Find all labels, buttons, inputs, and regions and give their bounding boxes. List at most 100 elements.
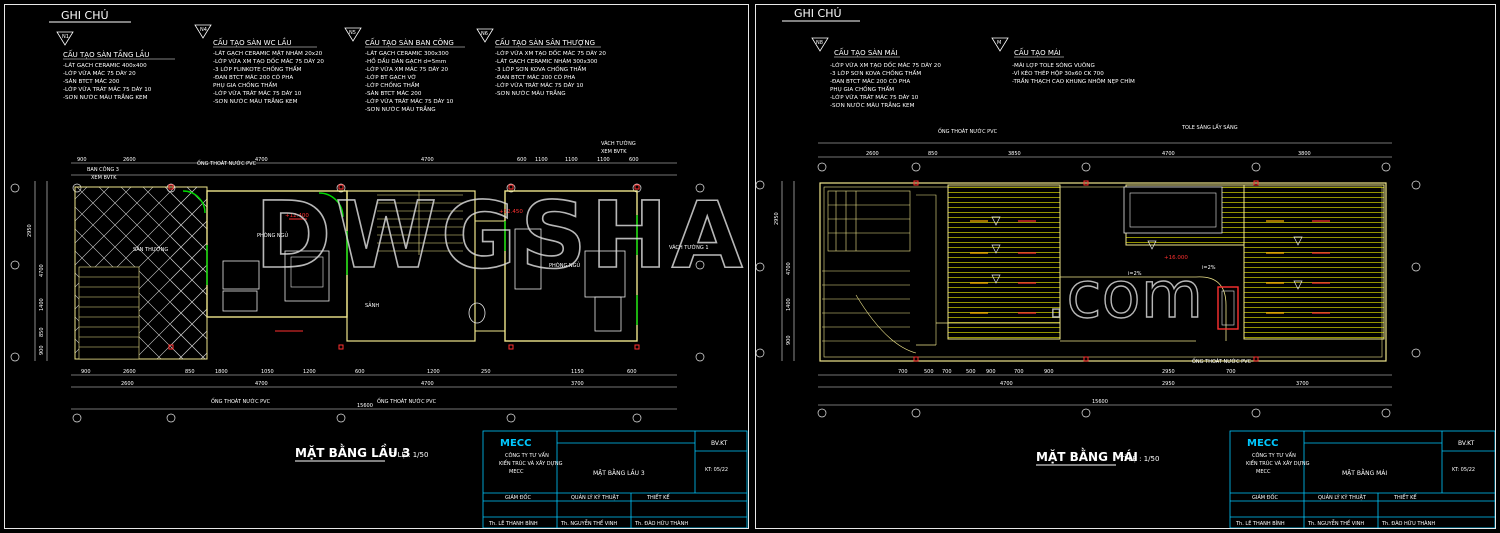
dim-label: 1200 bbox=[303, 369, 316, 375]
note-line: -3 LỚP SƠN KOVA CHỐNG THẤM bbox=[830, 69, 921, 77]
note-tag-roof: M bbox=[997, 40, 1001, 46]
role-label: GIÁM ĐỐC bbox=[505, 493, 531, 501]
dim-label: 3700 bbox=[1296, 381, 1309, 387]
note-block-n6: N6 CẤU TẠO SÀN SÂN THƯỢNG -LỚP VỮA XM TẠ… bbox=[476, 28, 606, 97]
dim-label: 4700 bbox=[1000, 381, 1013, 387]
dim-label: 1200 bbox=[427, 369, 440, 375]
note-block-n1: N1 CẤU TẠO SÀN TẦNG LẦU -LÁT GẠCH CERAMI… bbox=[56, 31, 175, 101]
label-parapet-sub: XEM BVTK bbox=[601, 149, 627, 155]
dim-label: 2950 bbox=[1162, 369, 1175, 375]
dim-label: 250 bbox=[481, 369, 491, 375]
dim-label: 700 bbox=[942, 369, 952, 375]
role-label: THIẾT KẾ bbox=[646, 493, 670, 501]
label-balcony-sub: XEM BVTK bbox=[91, 175, 117, 181]
note-line: -ĐAN BTCT MÁC 200 CÓ PHA bbox=[213, 74, 293, 81]
label-level-1: +12.400 bbox=[285, 213, 309, 219]
note-line: -LỚP VỮA TRÁT MÁC 75 DÀY 10 bbox=[63, 86, 152, 93]
note-line: -LỚP VỮA XM TẠO DỐC MÁC 75 DÀY 20 bbox=[830, 61, 941, 69]
note-title-n5: CẤU TẠO SÀN BAN CÔNG bbox=[365, 37, 454, 47]
note-block-n8: N8 CẤU TẠO SÀN MÁI -LỚP VỮA XM TẠO DỐC M… bbox=[811, 37, 941, 109]
note-line: PHỤ GIA CHỐNG THẤM bbox=[830, 85, 894, 93]
label-level-2: +12.450 bbox=[499, 209, 523, 215]
signer-name: Th. LÊ THANH BÌNH bbox=[488, 519, 538, 527]
dim-label: 1100 bbox=[565, 157, 578, 163]
dim-label: 900 bbox=[77, 157, 87, 163]
note-line: -LÁT GẠCH CERAMIC MẶT NHÁM 20x20 bbox=[213, 50, 323, 57]
label-skylight: TOLE SÁNG LẤY SÁNG bbox=[1181, 123, 1238, 131]
note-line: -VÌ KÈO THÉP HỘP 30x60 CK 700 bbox=[1012, 69, 1104, 77]
dim-label: 2950 bbox=[774, 212, 780, 225]
note-block-n5: N5 CẤU TẠO SÀN BAN CÔNG -LÁT GẠCH CERAMI… bbox=[344, 27, 465, 113]
dim-label: 2600 bbox=[123, 157, 136, 163]
company-logo: MECC bbox=[500, 438, 531, 449]
note-line: -LỚP VỮA TRÁT MÁC 75 DÀY 10 bbox=[365, 98, 454, 105]
dim-label: 900 bbox=[786, 335, 792, 345]
label-corridor: SẢNH bbox=[365, 301, 379, 309]
watermark-text: DWGSHARE bbox=[255, 182, 749, 289]
dim-label: 1150 bbox=[571, 369, 584, 375]
note-line: -3 LỚP FLINKOTE CHỐNG THẤM bbox=[213, 65, 302, 73]
note-line: -LÁT GẠCH CERAMIC NHÁM 300x300 bbox=[495, 58, 598, 65]
dim-label: 2600 bbox=[123, 369, 136, 375]
label-drain-top: ỐNG THOÁT NƯỚC PVC bbox=[197, 159, 257, 167]
dim-label: 4700 bbox=[255, 381, 268, 387]
dimension-left: 2950 4700 1400 850 900 bbox=[27, 181, 48, 361]
dim-label: 850 bbox=[39, 327, 45, 337]
title-block-sheet-no: KT: 05/22 bbox=[705, 467, 728, 473]
note-line: -LÁT GẠCH CERAMIC 400x400 bbox=[63, 62, 147, 69]
drawing-title: MẶT BẰNG LẦU 3 bbox=[295, 443, 410, 460]
grid-axis-markers bbox=[756, 162, 1421, 418]
company-line: CÔNG TY TƯ VẤN bbox=[1252, 451, 1296, 459]
note-tag-n1: N1 bbox=[62, 34, 69, 40]
title-block-drawing-name: MẶT BẰNG MÁI bbox=[1342, 469, 1387, 477]
note-line: -LỚP VỮA XM TẠO DỐC MÁC 75 DÀY 20 bbox=[495, 49, 606, 57]
drawing-scale: TỈ LỆ : 1/50 bbox=[1119, 454, 1159, 463]
dim-label: 700 bbox=[1014, 369, 1024, 375]
note-title-roof: CẤU TẠO MÁI bbox=[1014, 47, 1061, 57]
dim-label: 3700 bbox=[571, 381, 584, 387]
title-block-text: MECC CÔNG TY TƯ VẤN KIẾN TRÚC VÀ XÂY DỰN… bbox=[1235, 438, 1475, 527]
notes-heading: GHI CHÚ bbox=[61, 9, 109, 22]
dim-label: 2950 bbox=[27, 224, 33, 237]
dim-label: 1400 bbox=[786, 298, 792, 311]
roof-plan-labels: ỐNG THOÁT NƯỚC PVC TOLE SÁNG LẤY SÁNG +1… bbox=[938, 123, 1252, 365]
dim-label: 1050 bbox=[261, 369, 274, 375]
note-line: -SƠN NƯỚC MÀU TRẮNG KEM bbox=[830, 101, 915, 109]
note-line: -HỒ DẦU DÁN GẠCH d=5mm bbox=[365, 56, 446, 65]
note-line: -LỚP BT GẠCH VỠ bbox=[365, 74, 416, 81]
dim-label: 700 bbox=[898, 369, 908, 375]
signer-name: Th. ĐÀO HỮU THÀNH bbox=[634, 520, 688, 527]
drawing-scale: TỈ LỆ : 1/50 bbox=[388, 450, 428, 459]
note-title-n6: CẤU TẠO SÀN SÂN THƯỢNG bbox=[495, 37, 595, 47]
note-line: -ĐAN BTCT MÁC 200 CÓ PHA bbox=[830, 78, 910, 85]
floor-plan-labels: BAN CÔNG 3 XEM BVTK SÂN THƯỢNG PHÒNG NGỦ… bbox=[87, 140, 709, 405]
role-label: QUẢN LÝ KỸ THUẬT bbox=[1318, 493, 1367, 501]
label-parapet: VÁCH TƯỜNG bbox=[601, 140, 636, 147]
dimension-top-labels: 900 2600 4700 4700 600 1100 1100 1100 60… bbox=[77, 157, 639, 163]
signer-name: Th. NGUYỄN THẾ VINH bbox=[560, 519, 617, 527]
note-line: -TRẦN THẠCH CAO KHUNG NHÔM NẸP CHÌM bbox=[1012, 77, 1135, 85]
note-title-n8: CẤU TẠO SÀN MÁI bbox=[834, 47, 898, 57]
note-line: -LỚP VỮA TRÁT MÁC 75 DÀY 10 bbox=[830, 94, 919, 101]
dim-label: 850 bbox=[185, 369, 195, 375]
label-slope-2: i=2% bbox=[1202, 265, 1216, 271]
dim-label: 500 bbox=[924, 369, 934, 375]
dim-label: 600 bbox=[355, 369, 365, 375]
note-line: -LỚP VỮA MÁC 75 DÀY 20 bbox=[63, 70, 136, 77]
note-line: PHỤ GIA CHỐNG THẤM bbox=[213, 81, 277, 89]
company-line: KIẾN TRÚC VÀ XÂY DỰNG bbox=[499, 459, 563, 467]
note-line: -LỚP VỮA TRÁT MÁC 75 DÀY 10 bbox=[213, 90, 302, 97]
note-line: -SƠN NƯỚC MÀU TRẮNG KEM bbox=[63, 93, 148, 101]
title-block-text: MECC CÔNG TY TƯ VẤN KIẾN TRÚC VÀ XÂY DỰN… bbox=[488, 438, 728, 527]
label-terrace: SÂN THƯỢNG bbox=[133, 246, 168, 253]
dim-label: 4700 bbox=[786, 262, 792, 275]
dimension-bottom bbox=[818, 374, 1392, 406]
company-line: KIẾN TRÚC VÀ XÂY DỰNG bbox=[1246, 459, 1310, 467]
title-block-drawing-name: MẶT BẰNG LẦU 3 bbox=[593, 469, 645, 477]
title-block-code: BV.KT bbox=[1458, 440, 1475, 447]
label-drain-bottom-1: ỐNG THOÁT NƯỚC PVC bbox=[211, 397, 271, 405]
note-tag-n5: N5 bbox=[349, 30, 356, 36]
dim-label: 500 bbox=[966, 369, 976, 375]
dim-overall: 15600 bbox=[357, 403, 373, 409]
dim-label: 900 bbox=[81, 369, 91, 375]
